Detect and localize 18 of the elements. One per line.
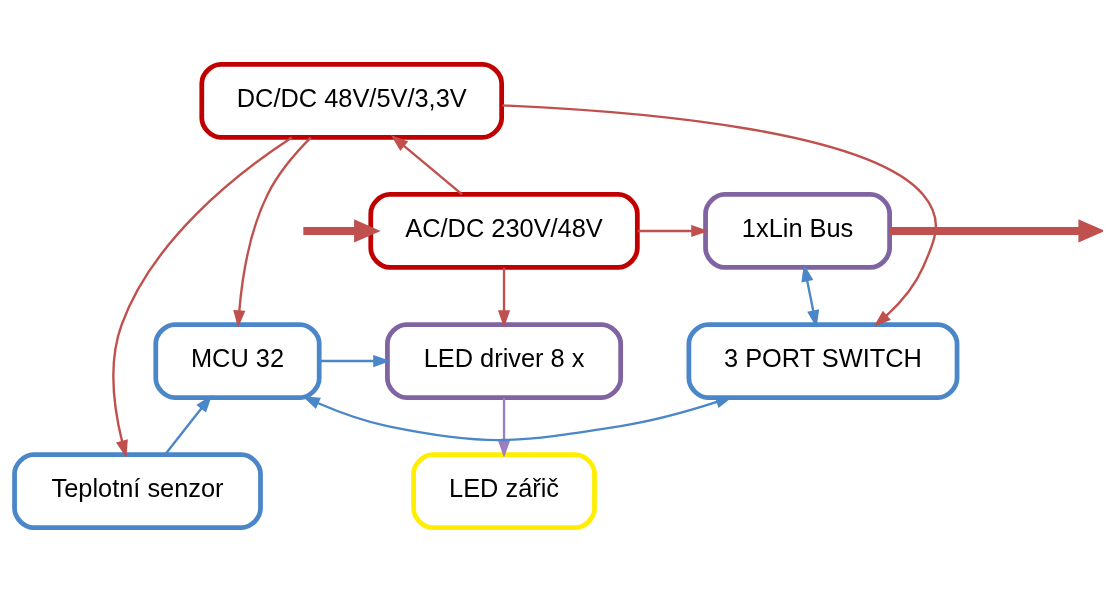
node-box: LED zářič [411, 452, 597, 531]
node-box: 3 PORT SWITCH [686, 322, 960, 400]
arrow [112, 136, 293, 458]
arrow [319, 354, 391, 368]
arrow [497, 397, 511, 458]
arrow [164, 394, 213, 455]
arrow [233, 136, 312, 328]
arrow [801, 264, 820, 328]
node-box: DC/DC 48V/5V/3,3V [199, 61, 505, 140]
node-box: 1xLin Bus [703, 192, 892, 270]
node-box: MCU 32 [153, 322, 322, 400]
arrow [502, 104, 937, 327]
arrow [637, 224, 709, 238]
arrow [390, 135, 463, 196]
arrow [497, 267, 511, 328]
node-box: LED driver 8 x [385, 322, 624, 400]
node-box: AC/DC 230V/48V [368, 192, 640, 270]
node-box: Teplotní senzor [12, 452, 263, 531]
